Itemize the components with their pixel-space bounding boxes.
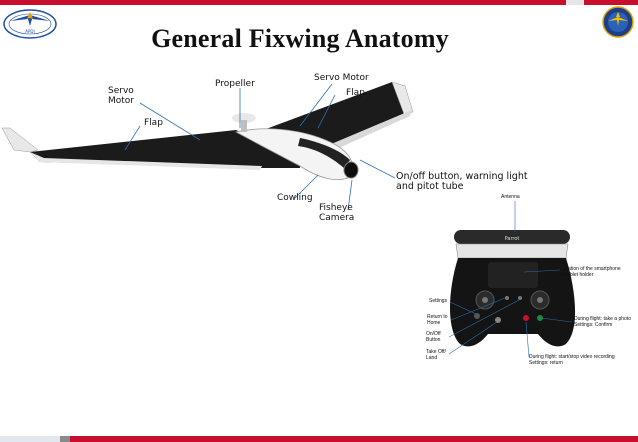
label-return-home: Return to Home [427, 314, 448, 326]
fisheye-lens [343, 161, 359, 179]
left-winglet [1, 127, 39, 153]
controller-pointers [448, 201, 573, 358]
label-flap-left: Flap [144, 118, 163, 128]
label-flap-right: Flap [346, 88, 365, 98]
controller-brand: Parrot [505, 236, 520, 242]
emblem-logo [602, 6, 634, 38]
controller-top-panel [455, 243, 569, 259]
photo-button [537, 315, 543, 321]
drone-pointers [124, 83, 396, 211]
left-flap [30, 152, 262, 170]
onoff-power-button [518, 296, 522, 300]
label-photo-confirm: During flight: take a photo Settings: Co… [574, 316, 631, 328]
cowling-dark [298, 138, 350, 168]
label-propeller: Propeller [215, 79, 255, 89]
left-wing [30, 130, 300, 168]
label-servo-motor-right: Servo Motor [314, 73, 369, 83]
right-winglet [391, 81, 414, 115]
propeller-blade [232, 113, 256, 123]
label-onoff-warning-pitot: On/off button, warning light and pitot t… [396, 171, 528, 192]
controller-body [450, 258, 576, 347]
label-onoff-button: On/Off Button [426, 331, 441, 343]
label-phone-holder-location: Location of the smartphone or tablet hol… [560, 266, 621, 278]
bottom-accent-bar [0, 436, 638, 442]
label-fisheye-camera: Fisheye Camera [319, 203, 355, 223]
controller-antenna [454, 230, 570, 244]
propeller-hub [241, 120, 247, 132]
takeoff-land-button [495, 317, 501, 323]
label-settings: Settings [429, 298, 448, 304]
label-cowling: Cowling [277, 193, 313, 203]
apdi-logo: APDI [3, 9, 57, 39]
label-servo-motor-left: Servo Motor [108, 86, 135, 106]
phone-holder [488, 262, 538, 288]
page-title: General Fixwing Anatomy [151, 24, 449, 53]
video-button [523, 315, 529, 321]
fuselage [234, 128, 354, 180]
label-video-return: During flight: start/stop video recordin… [529, 354, 615, 366]
settings-button [474, 313, 480, 319]
top-accent-gap [566, 0, 584, 5]
apdi-logo-text: APDI [25, 29, 34, 34]
label-takeoff-land: Take Off/ Land [426, 349, 446, 361]
top-accent-bar [0, 0, 638, 5]
label-antenna: Antenna [501, 194, 520, 200]
return-home-button [505, 296, 509, 300]
